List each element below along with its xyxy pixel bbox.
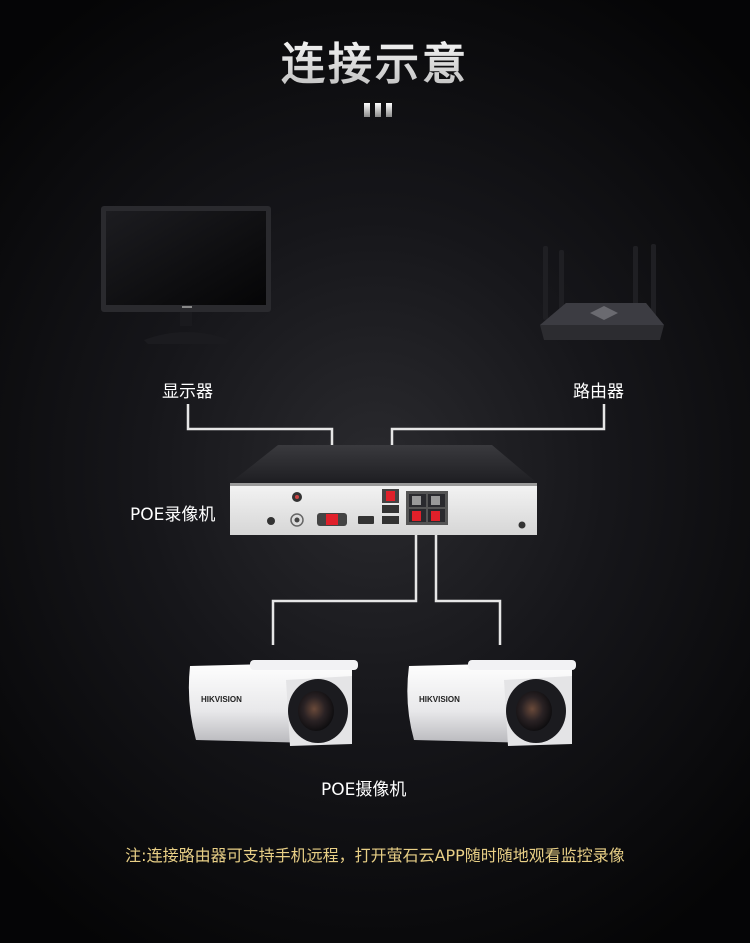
router-label: 路由器 <box>573 382 624 402</box>
camera-right-icon: HIKVISION <box>407 660 576 746</box>
camera-right-brand: HIKVISION <box>419 695 460 704</box>
line-nvr-to-camera-left <box>271 522 418 645</box>
monitor-icon <box>101 206 271 344</box>
monitor-label: 显示器 <box>162 382 213 402</box>
router-icon <box>540 244 664 340</box>
nvr-label: POE录像机 <box>130 505 216 525</box>
line-nvr-to-camera-right <box>434 522 502 645</box>
footer-note: 注:连接路由器可支持手机远程，打开萤石云APP随时随地观看监控录像 <box>125 846 625 865</box>
title-decoration <box>364 103 397 122</box>
camera-left-icon: HIKVISION <box>188 660 358 746</box>
page-title: 连接示意 <box>0 28 750 92</box>
nvr-icon <box>230 445 537 535</box>
poe-ports <box>406 491 448 525</box>
camera-label: POE摄像机 <box>321 780 407 800</box>
camera-left-brand: HIKVISION <box>201 695 242 704</box>
